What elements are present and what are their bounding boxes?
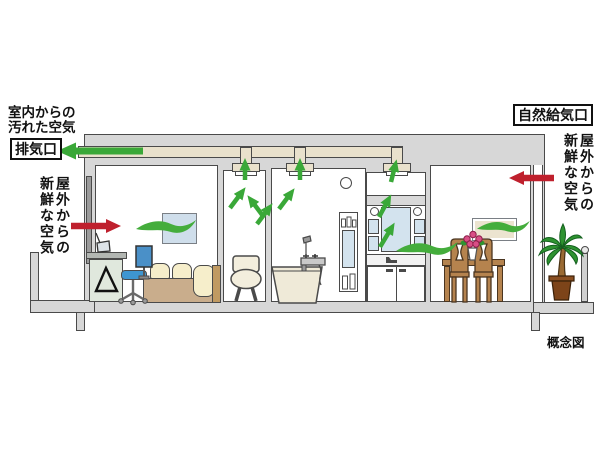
- dirty-air-label: 室内からの 汚れた空気: [8, 105, 76, 135]
- left-wall-window-sash: [85, 176, 92, 264]
- fresh-air-label-left: 屋外からの 新鮮な空気: [39, 176, 71, 268]
- shower-faucet: [300, 235, 326, 286]
- vanity-light-left: [370, 207, 379, 216]
- vanity-side-box-r1: [413, 219, 425, 234]
- dining-air-swoosh: [477, 220, 530, 233]
- fresh-air-label-right: 屋外からの 新鮮な空気: [563, 133, 595, 225]
- vanity-handle-left: [386, 269, 393, 272]
- dining-table-leg-right: [497, 266, 503, 302]
- desk-laptop: [95, 232, 111, 253]
- palm-plant: [537, 222, 584, 301]
- vanity-light-right: [413, 207, 422, 216]
- dirty-air-line2: 汚れた空気: [8, 120, 76, 135]
- fresh-air-arrow-left: [71, 219, 121, 233]
- left-balcony-floor: [30, 300, 95, 313]
- bathroom-vent-light: [340, 177, 352, 189]
- natural-intake-label: 自然給気口: [513, 104, 593, 126]
- dining-table-leg-left: [444, 266, 450, 302]
- vanity-cabinet-split: [395, 267, 397, 301]
- toilet-diag-arrow-left: [228, 187, 246, 210]
- vanity-faucet: [386, 257, 397, 263]
- room-airflow-arrows: [228, 158, 399, 249]
- desk-bag-triangle: [94, 265, 119, 293]
- fresh-air-left-col2: 新鮮な空気: [39, 176, 55, 256]
- monitor-on-arm: [135, 245, 153, 280]
- office-chair-seat: [121, 270, 147, 280]
- bed-pillow-2: [172, 263, 192, 279]
- wash-diag-arrow: [377, 194, 392, 219]
- bathroom-shelf-mirror: [342, 230, 355, 268]
- bath-diag-arrow-1: [277, 188, 295, 211]
- desk-top: [86, 252, 127, 259]
- dirty-air-line1: 室内からの: [8, 105, 76, 120]
- bedroom-air-swoosh: [136, 220, 196, 233]
- wash-up-arrow: [388, 159, 399, 183]
- right-balcony-floor: [533, 302, 594, 314]
- fresh-air-arrow-right: [509, 171, 554, 185]
- bed-headboard: [212, 265, 221, 303]
- left-floor-beam: [76, 312, 85, 331]
- dining-chair-2: [473, 238, 494, 303]
- exhaust-air-arrow: [57, 142, 143, 160]
- vanity-side-box-l1: [367, 219, 379, 234]
- vanity-handle-right: [399, 269, 406, 272]
- vanity-side-box-l2: [367, 236, 379, 251]
- fresh-air-right-col2: 新鮮な空気: [563, 133, 579, 213]
- exhaust-port-label: 排気口: [10, 138, 62, 160]
- bed-pillow-1: [150, 263, 170, 279]
- diagram-caption: 概念図: [547, 336, 585, 350]
- right-exterior-wall: [533, 165, 543, 302]
- dining-chair-1: [449, 238, 470, 303]
- fresh-air-right-col1: 屋外からの: [579, 133, 595, 213]
- office-chair-base: [118, 280, 148, 306]
- wash-mirror-arrow: [378, 222, 395, 249]
- bath-diag-arrow-2: [255, 203, 273, 226]
- vanity-top-band: [366, 195, 426, 206]
- right-railing-knob: [581, 246, 589, 254]
- washroom-air-swoosh: [396, 242, 458, 255]
- fresh-air-left-col1: 屋外からの: [55, 176, 71, 256]
- flower-vase: [460, 230, 485, 261]
- bathtub: [271, 266, 323, 304]
- toilet-fixture: [230, 255, 262, 302]
- toiletry-bottles: [341, 216, 357, 290]
- right-floor-beam: [531, 312, 540, 331]
